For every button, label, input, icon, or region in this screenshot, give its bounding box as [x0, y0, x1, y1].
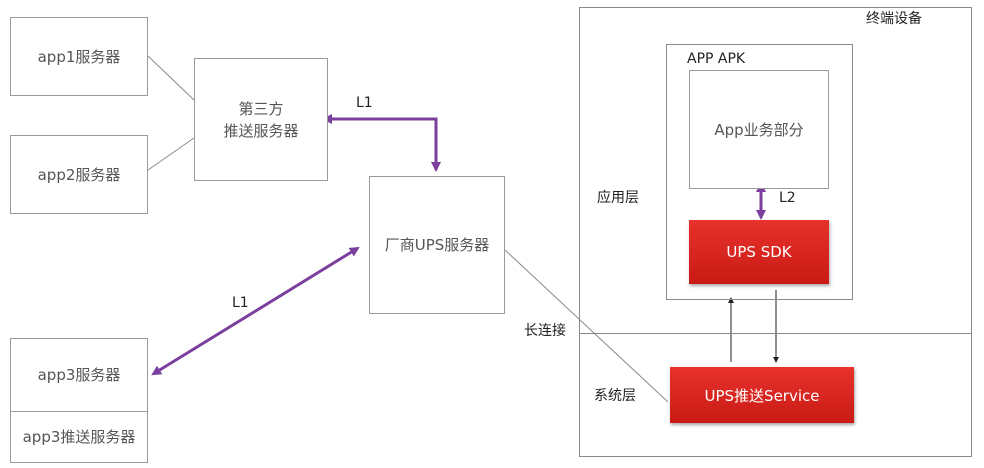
- app3-push-server-label: app3推送服务器: [22, 428, 136, 446]
- arrow-l1-top: [322, 114, 441, 172]
- system-layer-container: [579, 333, 972, 457]
- app-apk-container: [666, 44, 853, 300]
- ups-push-service-box: UPS推送Service: [670, 367, 854, 423]
- ups-sdk-label: UPS SDK: [726, 243, 792, 261]
- terminal-device-title: 终端设备: [866, 11, 922, 27]
- app2-server-box: app2服务器: [10, 135, 148, 214]
- third-party-push-server-box: 第三方 推送服务器: [194, 58, 328, 181]
- app1-server-box: app1服务器: [10, 17, 148, 96]
- vendor-ups-server-label: 厂商UPS服务器: [384, 236, 490, 254]
- third-party-label-line2: 推送服务器: [223, 121, 299, 140]
- third-party-label-line1: 第三方: [238, 99, 284, 118]
- app-layer-label: 应用层: [597, 190, 639, 206]
- app-business-label: App业务部分: [714, 120, 804, 139]
- system-layer-label: 系统层: [594, 388, 636, 404]
- ups-sdk-box: UPS SDK: [689, 220, 829, 284]
- l1-top-label: L1: [356, 95, 373, 111]
- app1-server-label: app1服务器: [37, 47, 121, 66]
- arrow-l1-bottom: [151, 246, 360, 376]
- vendor-ups-server-box: 厂商UPS服务器: [369, 176, 505, 314]
- app-business-box: App业务部分: [689, 70, 829, 189]
- line-app1-thirdparty: [147, 55, 195, 101]
- line-long-connection: [504, 249, 669, 403]
- l1-bottom-label: L1: [232, 295, 249, 311]
- app3-push-server-box: app3推送服务器: [10, 411, 148, 463]
- app-apk-title: APP APK: [687, 51, 746, 67]
- l2-label: L2: [779, 190, 796, 206]
- app3-server-label: app3服务器: [37, 366, 121, 384]
- ups-push-service-label: UPS推送Service: [704, 386, 820, 405]
- app2-server-label: app2服务器: [37, 165, 121, 184]
- long-connection-label: 长连接: [524, 323, 566, 339]
- app3-server-box: app3服务器: [10, 338, 148, 412]
- line-app2-thirdparty: [147, 137, 195, 171]
